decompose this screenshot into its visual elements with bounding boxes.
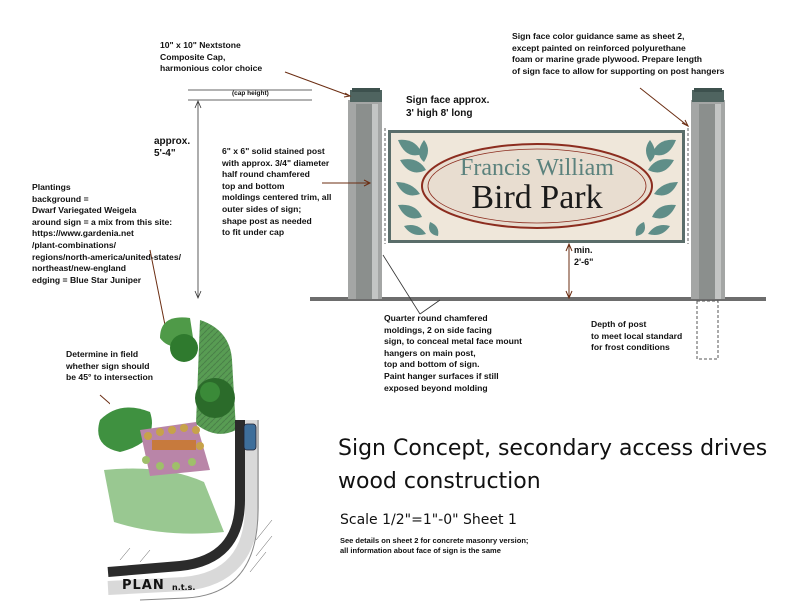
sheet-subnote: See details on sheet 2 for concrete maso…: [340, 536, 529, 555]
sign-color-note: Sign face color guidance same as sheet 2…: [512, 31, 725, 76]
field-note: Determine in field whether sign should b…: [66, 349, 154, 384]
title-line1: Sign Concept, secondary access drives: [338, 436, 768, 461]
plantings-note: Plantings background = Dwarf Variegated …: [32, 182, 181, 285]
right-post: [691, 88, 725, 299]
sign-panel: Francis William Bird Park: [388, 130, 685, 243]
sign-name-line2: Bird Park: [471, 179, 602, 216]
title-line2: wood construction: [338, 469, 541, 494]
left-post: [348, 88, 382, 299]
sign-oval: [421, 143, 653, 229]
left-post-cap: [350, 90, 382, 102]
sign-size-note: Sign face approx. 3' high 8' long: [406, 95, 490, 119]
post-note: 6" x 6" solid stained post with approx. …: [222, 146, 332, 238]
right-post-cap: [692, 90, 724, 102]
cap-height-label: (cap height): [232, 90, 269, 97]
plan-label: PLAN: [122, 578, 165, 593]
cap-note: 10" x 10" Nextstone Composite Cap, harmo…: [160, 40, 263, 74]
approx-height-note: approx. 5'-4": [154, 136, 191, 159]
post-footing-dashed: [696, 300, 719, 360]
depth-note: Depth of post to meet local standard for…: [591, 319, 683, 353]
quarter-round-note: Quarter round chamfered moldings, 2 on s…: [384, 313, 523, 393]
scale-label: Scale 1/2"=1"-0" Sheet 1: [340, 512, 517, 528]
plan-nts: n.t.s.: [172, 583, 196, 592]
min-height-note: min. 2'-6": [574, 245, 594, 267]
sign-name-line1: Francis William: [460, 155, 614, 181]
